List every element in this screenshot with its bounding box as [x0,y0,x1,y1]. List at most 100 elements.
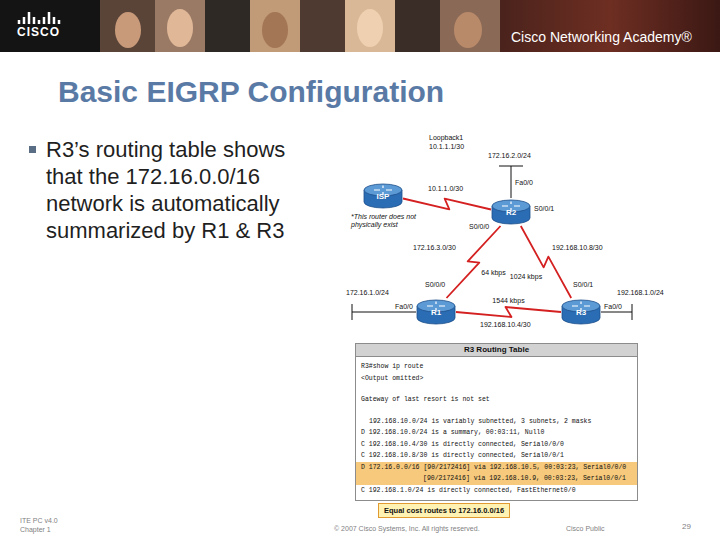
label-anchor: S0/0/0 [468,222,490,231]
bandwidth-label: 1024 kbps [509,272,543,281]
logo-bar [33,17,36,24]
router-name: R1 [416,298,456,318]
banner-photo [395,0,440,52]
interface-label: Fa0/0 [603,302,623,311]
academy-name: Cisco Networking Academy® [511,28,692,46]
routing-table-line: Gateway of last resort is not set [356,394,637,406]
routing-table-line: C 192.168.1.0/24 is directly connected, … [356,485,637,497]
banner-photo [155,0,205,52]
routing-table-panel: R3 Routing TableR3#show ip route<Output … [355,343,638,501]
interface-label: Loopback1 [428,133,464,142]
panel-heading: R3 Routing Table [356,344,637,357]
interface-label: S0/0/0 [468,222,490,231]
edge-label-anchor: 1024 kbps [509,272,543,281]
edge-label-anchor: 1544 kbps [491,296,525,305]
logo-wordmark: CISCO [17,25,60,40]
router-name: R2 [491,198,531,218]
routing-table-line: [90/2172416] via 192.168.10.9, 00:03:23,… [356,473,637,485]
interface-label: Fa0/0 [394,302,414,311]
serial-link [447,226,501,298]
banner [0,0,720,52]
banner-photo [205,0,250,52]
router-node: R2 [491,198,531,226]
interface-label: S0/0/0 [424,280,446,289]
bullet-text: R3’s routing table shows that the 172.16… [46,136,308,244]
logo-bar [53,17,56,24]
interface-label: S0/0/1 [533,204,555,213]
callout-box: Equal cost routes to 172.16.0.0/16 [378,503,510,518]
photo-face [115,12,141,48]
edge-label-anchor: 64 kbps [480,268,507,277]
ethernet-tick [352,304,353,320]
network-label: 192.168.10.8/30 [551,243,604,252]
routing-table-line: D 192.168.10.0/24 is a summary, 00:03:11… [356,427,637,439]
serial-link [521,226,571,298]
bandwidth-label: 64 kbps [480,268,507,277]
label-anchor: 192.168.10.8/30 [551,243,604,252]
photo-face [454,12,482,48]
logo-bar [38,20,41,24]
routing-table-line: C 192.168.10.8/30 is directly connected,… [356,450,637,462]
label-anchor: 10.1.1.0/30 [427,184,464,193]
logo-bar [43,17,46,24]
label-anchor: 192.168.1.0/24 [616,288,665,297]
footer-copyright: © 2007 Cisco Systems, Inc. All rights re… [334,524,480,533]
photo-face [167,9,193,47]
banner-photo [300,0,345,52]
bandwidth-label: 1544 kbps [491,296,525,305]
routing-table-line: R3#show ip route [356,361,637,373]
logo-bar [28,12,31,24]
label-anchor: S0/0/1 [572,280,594,289]
label-anchor: *This router does not physically exist [350,213,422,229]
label-anchor: ITE PC v4.0 Chapter 1 [20,516,64,534]
banner-photo [100,0,155,52]
label-anchor: R3’s routing table shows that the 172.16… [46,136,308,244]
logo-bar [48,12,51,24]
label-anchor: Fa0/0 [514,178,534,187]
banner-photo [345,0,395,52]
ethernet-tick [499,166,523,167]
footnote: *This router does not physically exist [350,213,422,229]
lan-segments [352,166,632,320]
ethernet-wire [352,312,416,313]
photo-face [357,9,383,47]
label-anchor: 172.16.3.0/30 [412,243,457,252]
ethernet-wire [511,166,512,198]
label-anchor: S0/0/1 [533,204,555,213]
banner-photo [500,0,720,52]
footer-classification: Cisco Public [566,524,605,533]
serial-link [456,307,561,317]
interface-label: Fa0/0 [514,178,534,187]
bullet-square [29,146,36,153]
address-label: 10.1.1.1/30 [428,142,465,151]
router-name: ISP [363,182,403,202]
label-anchor: © 2007 Cisco Systems, Inc. All rights re… [334,524,480,533]
logo-bar [18,20,21,24]
network-label: 192.168.1.0/24 [616,288,665,297]
label-anchor: Fa0/0 [394,302,414,311]
footer-course: ITE PC v4.0 Chapter 1 [20,516,64,534]
network-label: 172.16.3.0/30 [412,243,457,252]
logo-bar [58,20,61,24]
interface-label: S0/0/1 [572,280,594,289]
page-number: 29 [682,522,691,532]
network-label: 172.16.1.0/24 [345,288,390,297]
banner-photo [250,0,300,52]
routing-table-line: D 172.16.0.0/16 [90/2172416] via 192.168… [356,462,637,474]
connector-group [403,199,571,318]
router-node: R1 [416,298,456,326]
label-anchor: Cisco Public [566,524,605,533]
routing-table-line: <Output omitted> [356,373,637,385]
label-anchor: 192.168.10.4/30 [479,320,532,329]
banner-photo [440,0,500,52]
routing-table-line: 192.168.10.0/24 is variably subnetted, 3… [356,416,637,428]
logo-bar [23,17,26,24]
router-name: R3 [561,298,601,318]
network-label: 172.16.2.0/24 [487,151,532,160]
ethernet-tick [632,304,633,320]
network-label: 192.168.10.4/30 [479,320,532,329]
network-label: 10.1.1.0/30 [427,184,464,193]
photo-face [262,12,288,48]
label-anchor: Cisco Networking Academy® [511,28,692,46]
